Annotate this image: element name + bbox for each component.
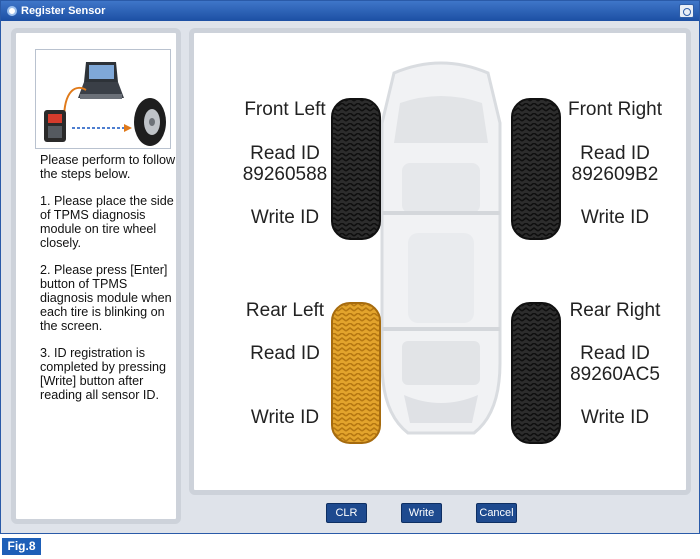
front-right-read-value: 892609B2	[571, 164, 659, 185]
sensor-panel: Front Left Read ID 89260588 Write ID Fro…	[189, 28, 691, 495]
rear-left-write-label: Write ID	[250, 407, 320, 428]
procedure-illustration	[35, 49, 171, 149]
tire-rear-right[interactable]	[511, 302, 561, 444]
tpms-module-icon	[44, 110, 66, 142]
tire-rear-left-active[interactable]	[331, 302, 381, 444]
rear-left-title: Rear Left	[245, 300, 325, 321]
figure-label: Fig.8	[2, 538, 41, 555]
instruction-intro: Please perform to follow the steps below…	[40, 153, 176, 181]
close-button[interactable]	[679, 4, 694, 18]
rear-right-write-label: Write ID	[580, 407, 650, 428]
front-left-write-label: Write ID	[250, 207, 320, 228]
front-left-read-label: Read ID	[250, 143, 320, 164]
front-left-title: Front Left	[244, 99, 326, 120]
app-icon	[7, 6, 17, 16]
front-right-read-label: Read ID	[580, 143, 650, 164]
rear-right-title: Rear Right	[569, 300, 661, 321]
clr-button[interactable]: CLR	[326, 503, 367, 523]
tire-front-left[interactable]	[331, 98, 381, 240]
window-title: Register Sensor	[21, 5, 106, 17]
instruction-step-1: 1. Please place the side of TPMS diagnos…	[40, 194, 174, 250]
instruction-step-2: 2. Please press [Enter] button of TPMS d…	[40, 263, 172, 333]
tire-front-right[interactable]	[511, 98, 561, 240]
instructions-panel: Please perform to follow the steps below…	[11, 28, 181, 524]
rear-right-read-value: 89260AC5	[570, 364, 660, 385]
wheel-icon	[134, 98, 166, 146]
car-body	[380, 61, 502, 435]
title-bar: Register Sensor	[1, 1, 699, 21]
front-right-write-label: Write ID	[580, 207, 650, 228]
cancel-button[interactable]: Cancel	[476, 503, 517, 523]
laptop-icon	[78, 62, 124, 99]
write-button[interactable]: Write	[401, 503, 442, 523]
instruction-step-3: 3. ID registration is completed by press…	[40, 346, 167, 402]
rear-right-read-label: Read ID	[580, 343, 650, 364]
front-left-read-value: 89260588	[242, 164, 328, 185]
instruction-text: Please perform to follow the steps below…	[40, 153, 178, 415]
car-diagram	[331, 61, 561, 444]
rear-left-read-label: Read ID	[250, 343, 320, 364]
front-right-title: Front Right	[568, 99, 662, 120]
